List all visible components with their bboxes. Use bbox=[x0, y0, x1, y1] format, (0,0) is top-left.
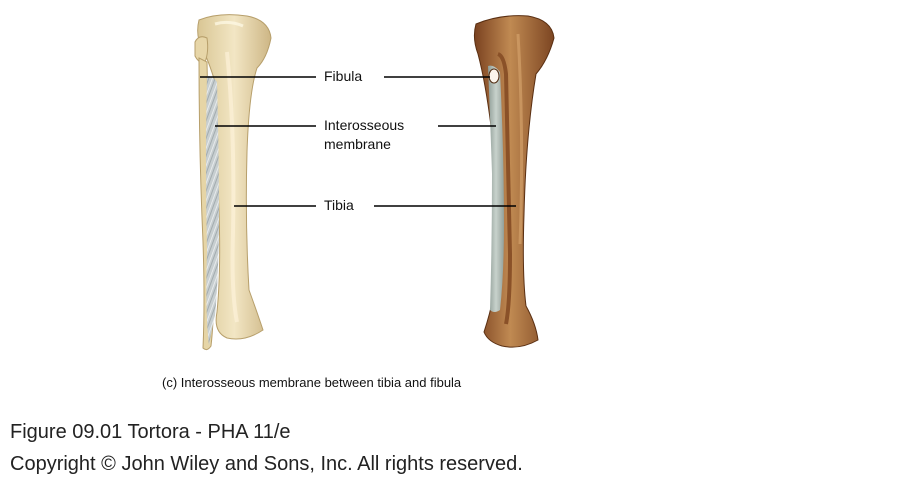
label-interosseous-line1: Interosseous bbox=[324, 117, 405, 133]
label-interosseous-line2: membrane bbox=[324, 136, 391, 152]
figure-reference: Figure 09.01 Tortora - PHA 11/e bbox=[10, 421, 291, 443]
copyright-notice: Copyright © John Wiley and Sons, Inc. Al… bbox=[10, 453, 523, 475]
tibia-fibula-dark-specimen bbox=[473, 15, 555, 348]
label-fibula: Fibula bbox=[324, 68, 363, 84]
figure-caption: (c) Interosseous membrane between tibia … bbox=[162, 375, 462, 390]
tibia-fibula-light-specimen bbox=[194, 14, 272, 351]
label-tibia: Tibia bbox=[324, 197, 354, 213]
